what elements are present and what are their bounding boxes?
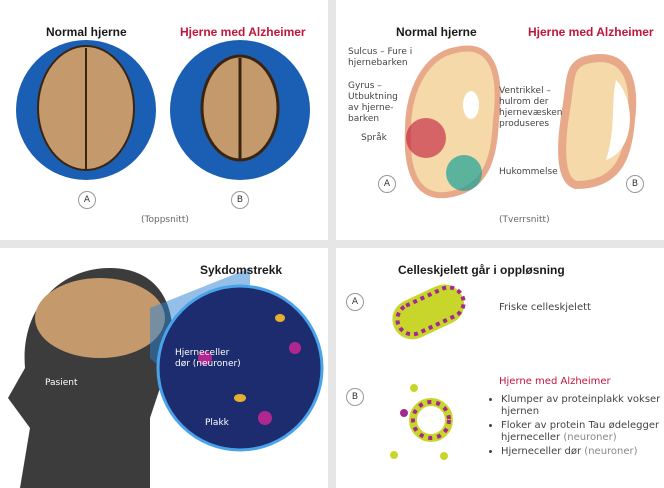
title: Sykdomstrekk	[200, 263, 283, 277]
label-b: B	[231, 191, 249, 209]
microtubules	[390, 284, 466, 460]
plaque	[234, 394, 246, 402]
label-neurons: Hjerneceller dør (neuroner)	[175, 348, 241, 369]
caption: (Toppsnitt)	[141, 215, 189, 225]
label-a: A	[78, 191, 96, 209]
label-b: B	[346, 388, 364, 406]
label-b: B	[626, 175, 644, 193]
healthy-label: Friske celleskjelett	[499, 302, 591, 313]
label-ventrikkel: Ventrikkel – hulrom der hjernevæsken pro…	[499, 86, 563, 129]
neuron	[198, 351, 212, 365]
head-illustration	[8, 268, 324, 488]
panel-cytoskeleton: Celleskjelett går i oppløsning A B Frisk…	[336, 248, 664, 488]
title-normal: Normal hjerne	[396, 25, 477, 39]
caption: (Tverrsnitt)	[499, 215, 550, 225]
enlarged-ventricle	[606, 80, 630, 160]
neuron	[289, 342, 301, 354]
label-sprak: Språk	[361, 133, 387, 143]
label-hukommelse: Hukommelse	[499, 167, 558, 177]
memory-area	[446, 155, 482, 191]
label-a: A	[378, 175, 396, 193]
language-area	[406, 118, 446, 158]
neuron	[258, 411, 272, 425]
panel-cross-section: Normal hjerne Hjerne med Alzheimer Sulcu…	[336, 0, 664, 240]
loose-subunit	[400, 409, 408, 417]
panel-disease-features: Sykdomstrekk Pasient Hjerneceller dør (n…	[0, 248, 328, 488]
bullet-item: Floker av protein Tau ødelegger hjernece…	[501, 420, 664, 444]
loose-subunit	[410, 384, 418, 392]
symptom-list: Klumper av proteinplakk vokser i hjernen…	[489, 394, 664, 460]
label-pasient: Pasient	[45, 378, 78, 388]
normal-brain-section	[404, 45, 501, 199]
title-alzheimer: Hjerne med Alzheimer	[180, 25, 306, 39]
plaque	[275, 314, 285, 322]
title: Celleskjelett går i oppløsning	[398, 263, 565, 277]
label-sulcus: Sulcus – Fure i hjernebarken	[348, 47, 413, 68]
magnified-view	[156, 284, 324, 452]
bullet-item: Hjerneceller dør (neuroner)	[501, 446, 664, 458]
label-plakk: Plakk	[205, 418, 229, 428]
label-gyrus: Gyrus – Utbuktning av hjerne-barken	[348, 81, 398, 124]
panel-top-view: Normal hjerne Hjerne med Alzheimer A B (…	[0, 0, 328, 240]
label-a: A	[346, 293, 364, 311]
title-alzheimer: Hjerne med Alzheimer	[528, 25, 654, 39]
broken-microtubule	[409, 398, 453, 442]
brain-side	[35, 278, 165, 358]
alzheimer-subtitle: Hjerne med Alzheimer	[499, 376, 611, 387]
ventricle	[463, 91, 479, 119]
top-view-brains	[16, 40, 310, 180]
title-normal: Normal hjerne	[46, 25, 127, 39]
cross-section-brains	[404, 45, 637, 199]
loose-subunit	[440, 452, 448, 460]
healthy-microtubule	[392, 284, 466, 340]
loose-subunit	[390, 451, 398, 459]
bullet-item: Klumper av proteinplakk vokser i hjernen	[501, 394, 664, 418]
